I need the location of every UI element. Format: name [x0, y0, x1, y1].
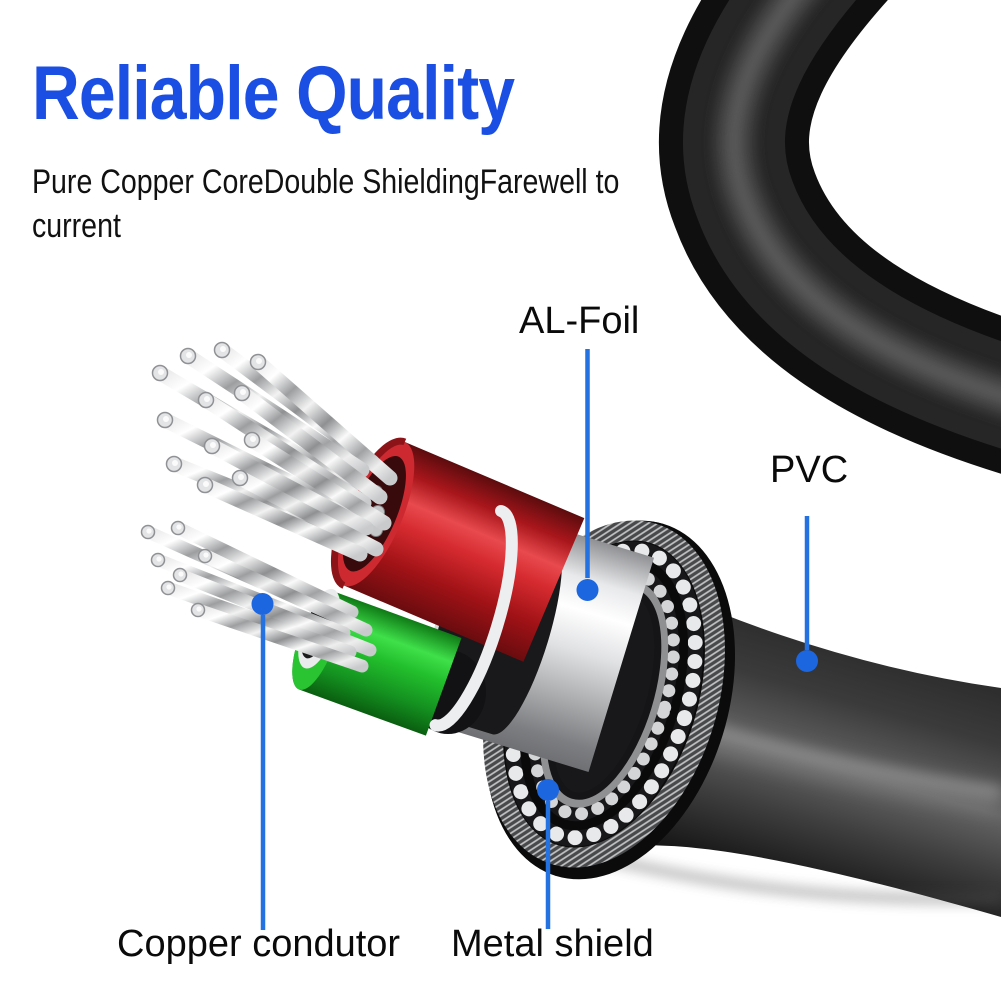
metal-shield-label: Metal shield: [451, 923, 654, 965]
pvc-label: PVC: [770, 449, 849, 491]
copper-callout-dot: [251, 593, 274, 615]
shield-bead-row-outer: [505, 542, 703, 846]
al-foil-callout-dot: [576, 579, 599, 601]
callout-pointers: [251, 349, 818, 930]
cable-loop: [659, 0, 1001, 474]
copper-strands-lower: [141, 521, 377, 673]
copper-strands-upper: [152, 342, 398, 562]
page-title: Reliable Quality: [32, 51, 515, 136]
subtitle-line-1: Pure Copper CoreDouble ShieldingFarewell…: [32, 163, 620, 201]
al-foil-label: AL-Foil: [519, 300, 640, 342]
strand-tips: [140, 341, 267, 618]
metal-shield-callout-dot: [537, 779, 559, 801]
copper-conductor-label: Copper condutor: [117, 923, 401, 965]
foil-near-rim: [429, 504, 518, 732]
subtitle-line-2: current: [32, 207, 121, 245]
pvc-callout-dot: [796, 650, 818, 672]
page-subtitle: Pure Copper CoreDouble ShieldingFarewell…: [32, 160, 619, 248]
